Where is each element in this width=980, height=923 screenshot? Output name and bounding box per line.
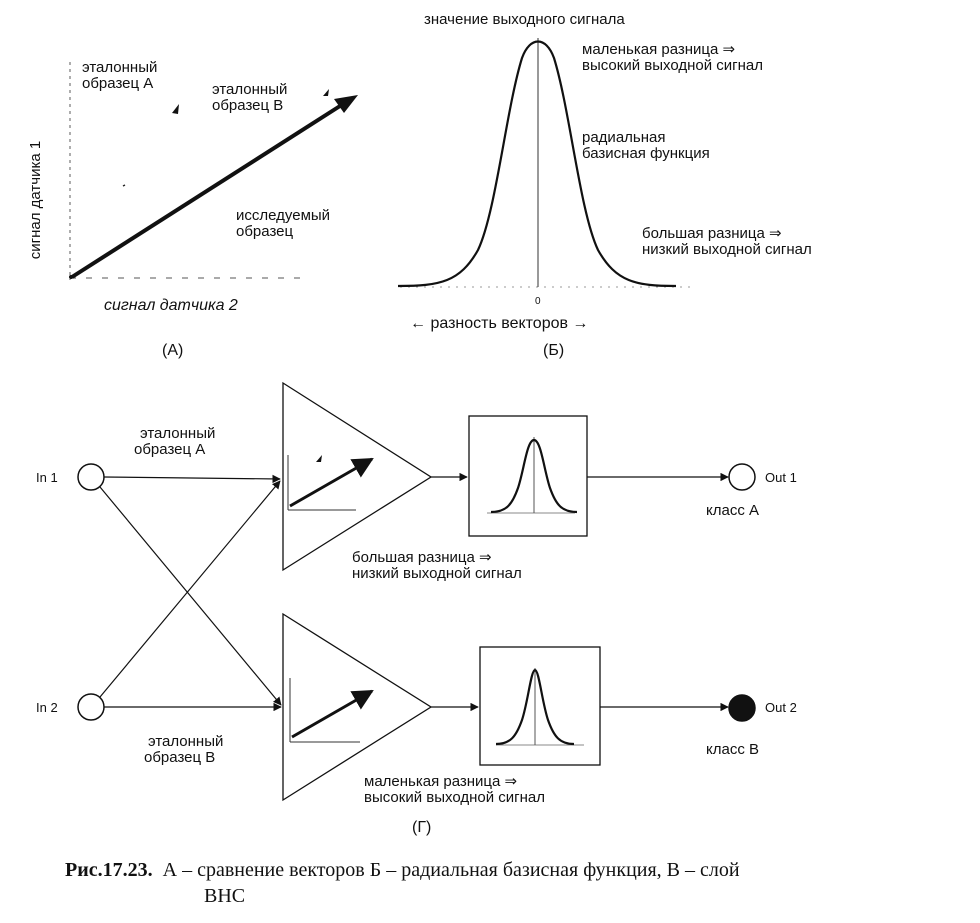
input-node-1 [77, 463, 105, 491]
panel-a-y-axis-label: сигнал датчика 1 [27, 140, 44, 260]
panel-b-small-diff-line1: маленькая разница ⇒ [582, 41, 736, 58]
comparator-a-triangle [282, 381, 433, 572]
connection-in2-to-unit-a [99, 480, 281, 698]
class-b-label: класс В [706, 741, 759, 758]
panel-b-small-diff-line2: высокий выходной сигнал [582, 57, 763, 74]
panel-a-ref-a-label-line2: образец A [82, 75, 154, 92]
net-ref-a-line2: образец А [134, 441, 206, 458]
panel-a-test-label-line1: исследуемый [236, 207, 331, 224]
panel-b-zero-tick: 0 [535, 296, 541, 307]
panel-a-ref-b-label-line1: эталонный [212, 81, 288, 98]
panel-b-large-diff-line2: низкий выходной сигнал [642, 241, 812, 258]
rbf-unit-a-box [468, 415, 588, 537]
panel-b-rbf-curve [397, 40, 677, 288]
panel-g-label: (Г) [412, 819, 432, 836]
panel-b-large-diff-line1: большая разница ⇒ [642, 225, 782, 242]
panel-b-peak-label: значение выходного сигнала [424, 11, 625, 28]
output-node-2 [728, 694, 756, 722]
panel-a-ref-b-label-line2: образец B [212, 97, 284, 114]
output-label-2: Out 2 [765, 700, 797, 715]
panel-g-network [77, 381, 756, 802]
panel-a-test-label-line2: образец [236, 223, 294, 240]
net-ref-a-line1: эталонный [140, 425, 216, 442]
connection-in1-to-unit-a [103, 474, 281, 484]
rbf-unit-b-curve [495, 668, 575, 746]
connection-in1-to-unit-b [99, 486, 282, 706]
panel-a-ref-a-marker [172, 104, 179, 114]
comparator-a-ref-marker [316, 455, 322, 462]
output-label-1: Out 1 [765, 470, 797, 485]
net-ref-b-line1: эталонный [148, 733, 224, 750]
caption-text-line1: А – сравнение векторов Б – радиальная ба… [162, 859, 740, 881]
panel-a-label: (А) [162, 342, 184, 359]
panel-a-plot [69, 62, 358, 280]
net-ref-b-line2: образец В [144, 749, 216, 766]
caption-text-line2: ВНС [204, 885, 246, 907]
figure-number: Рис.17.23. [65, 859, 153, 881]
rbf-unit-a-curve [490, 438, 578, 514]
panel-a-ref-a-label-line1: эталонный [82, 59, 158, 76]
panel-b-rbf-line2: базисная функция [582, 145, 710, 162]
comparator-b-vector [291, 689, 374, 739]
comparator-a-vector [289, 457, 374, 508]
input-label-1: In 1 [36, 470, 58, 485]
panel-a-speck [122, 184, 126, 187]
panel-a-x-axis-label: сигнал датчика 2 [104, 297, 238, 314]
panel-a-test-vector [70, 104, 342, 279]
rbf-unit-b-box [479, 646, 601, 766]
input-label-2: In 2 [36, 700, 58, 715]
input-node-2 [77, 693, 105, 721]
net-small-diff-line1: маленькая разница ⇒ [364, 773, 518, 790]
net-large-diff-line1: большая разница ⇒ [352, 549, 492, 566]
panel-a-origin-dot [69, 275, 73, 279]
net-large-diff-line2: низкий выходной сигнал [352, 565, 522, 582]
class-a-label: класс А [706, 502, 759, 519]
panel-b-label: (Б) [543, 342, 565, 359]
net-small-diff-line2: высокий выходной сигнал [364, 789, 545, 806]
panel-b-plot [397, 38, 690, 288]
panel-b-rbf-line1: радиальная [582, 129, 666, 146]
figure-caption: Рис.17.23. А – сравнение векторов Б – ра… [65, 858, 970, 882]
panel-b-x-axis-label: ← разность векторов → [410, 315, 589, 332]
panel-a-ref-b-marker [323, 89, 329, 96]
panel-a-test-vector-arrowhead [334, 95, 358, 113]
output-node-1 [728, 463, 756, 491]
